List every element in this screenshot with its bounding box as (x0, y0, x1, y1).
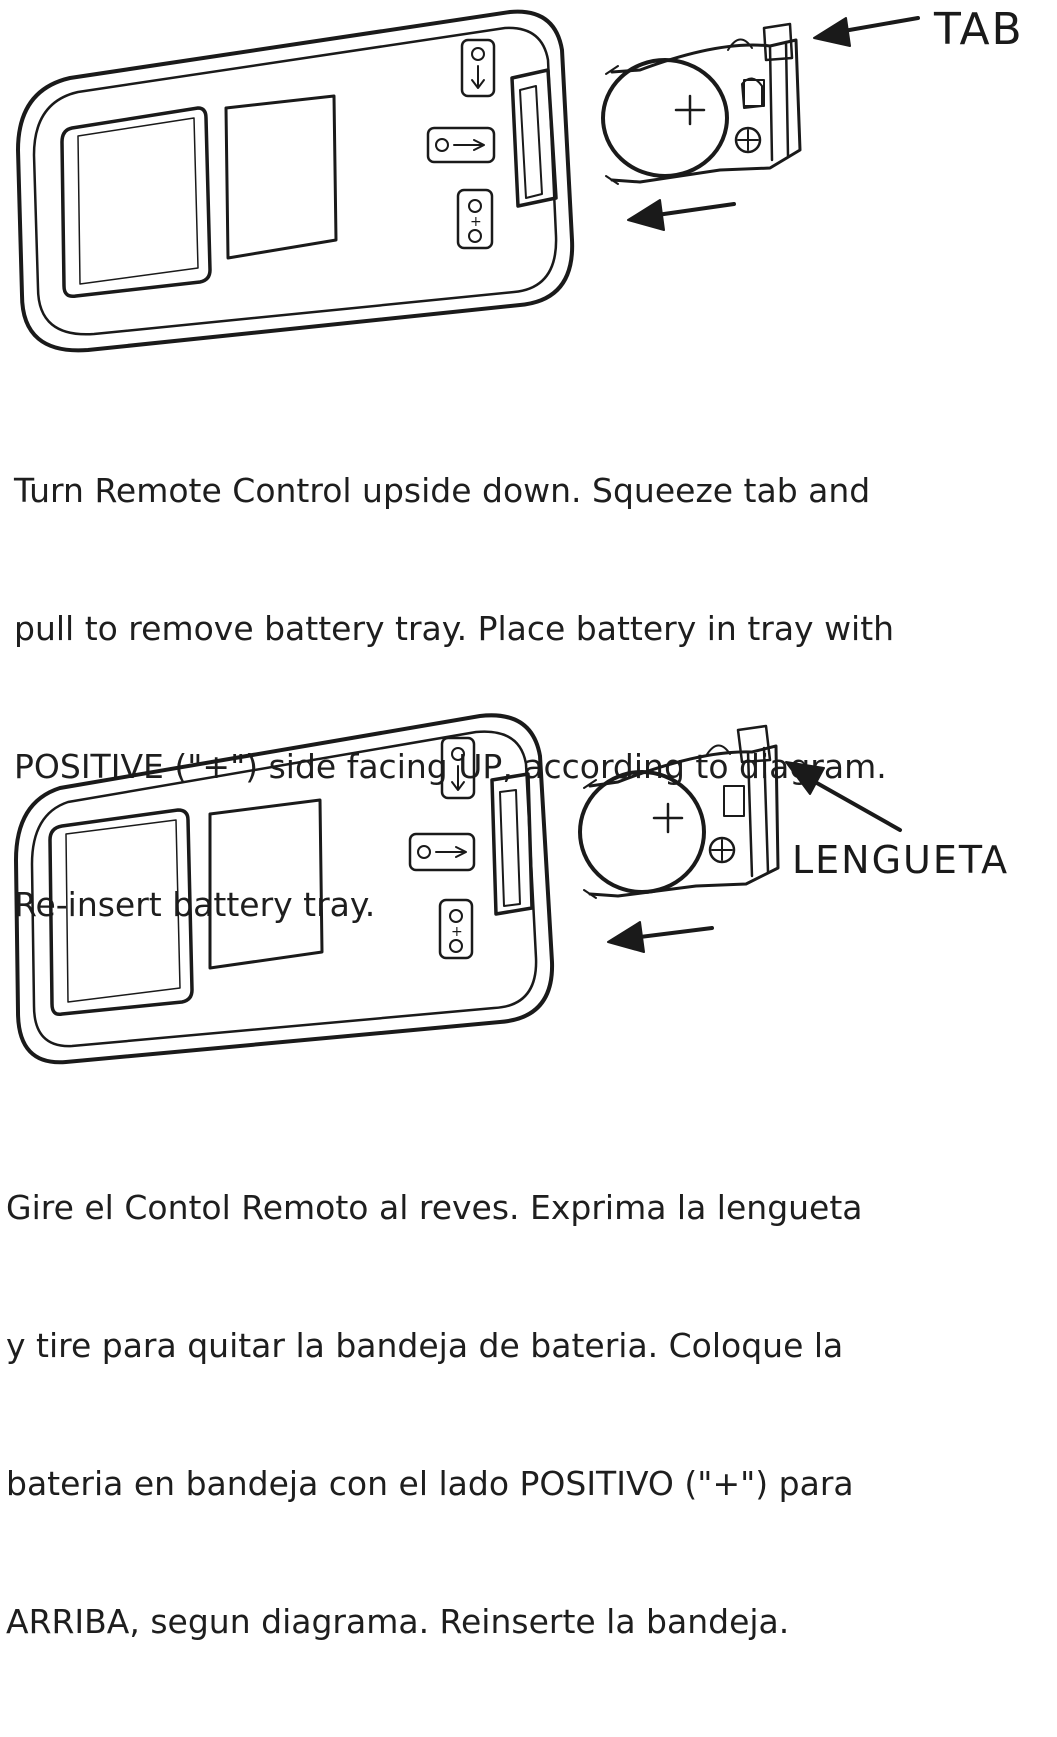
battery-tray-icon (583, 724, 780, 899)
instruction-line: Re-insert battery tray. (14, 885, 376, 924)
instruction-line: pull to remove battery tray. Place batte… (14, 609, 895, 648)
arrow-left-icon (607, 921, 714, 953)
svg-text:+: + (470, 214, 482, 230)
lengueta-callout-label: LENGUETA (792, 838, 1010, 882)
instruction-line: bateria en bandeja con el lado POSITIVO … (6, 1464, 854, 1503)
callout-arrow-icon (785, 761, 902, 832)
coin-battery-icon (578, 770, 706, 894)
diagram-panel-english: + (0, 0, 1057, 924)
instruction-line: ARRIBA, segun diagrama. Reinserte la ban… (6, 1602, 790, 1641)
coin-battery-icon (601, 58, 729, 178)
remote-battery-diagram-english: + (16, 9, 920, 353)
svg-text:+: + (451, 924, 463, 940)
remote-battery-diagram-spanish: + (14, 713, 902, 1065)
instruction-line: Turn Remote Control upside down. Squeeze… (14, 471, 871, 510)
remote-control-back-icon: + (14, 713, 555, 1065)
diagram-panel-spanish: + (0, 700, 1057, 1641)
callout-arrow-icon (813, 16, 920, 47)
remote-control-back-icon: + (16, 9, 575, 353)
arrow-left-icon (627, 199, 736, 231)
instructions-spanish: Gire el Contol Remoto al reves. Exprima … (6, 1093, 1056, 1737)
tab-callout-label: TAB (934, 4, 1024, 55)
instruction-line: Gire el Contol Remoto al reves. Exprima … (6, 1188, 863, 1227)
battery-tray-icon (605, 22, 802, 185)
instruction-line: y tire para quitar la bandeja de bateria… (6, 1326, 844, 1365)
instructions-english: Turn Remote Control upside down. Squeeze… (14, 376, 1054, 1020)
